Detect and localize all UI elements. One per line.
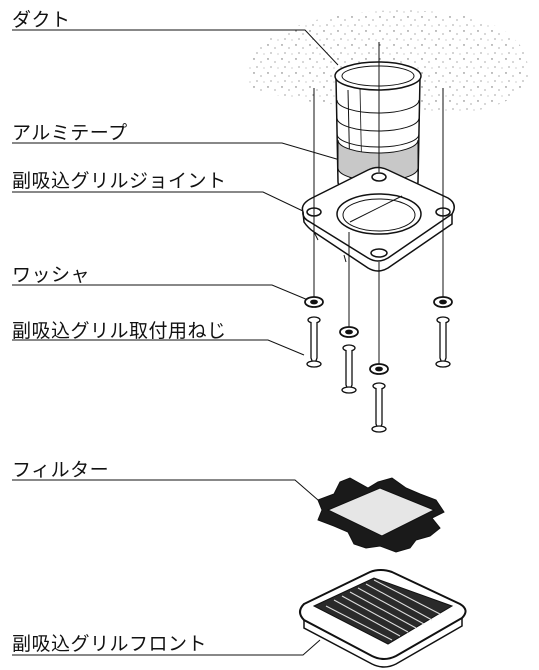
screw-3 <box>341 344 357 394</box>
grille-joint <box>301 166 455 272</box>
label-grille-screw: 副吸込グリル取付用ねじ <box>12 320 227 342</box>
label-grille-front: 副吸込グリルフロント <box>12 633 208 655</box>
screw-2 <box>435 316 451 368</box>
label-washer: ワッシャ <box>12 264 91 286</box>
washers <box>304 296 453 375</box>
label-duct: ダクト <box>12 9 71 31</box>
screw-4 <box>371 382 387 433</box>
guide-lines <box>313 42 444 365</box>
screws <box>306 316 451 433</box>
label-filter: フィルター <box>12 459 110 481</box>
leader-lines <box>12 29 341 656</box>
label-aluminum-tape: アルミテープ <box>12 122 128 144</box>
filter <box>317 477 445 553</box>
screw-1 <box>306 316 322 368</box>
label-grille-joint: 副吸込グリルジョイント <box>12 170 227 192</box>
grille-front <box>299 569 467 668</box>
